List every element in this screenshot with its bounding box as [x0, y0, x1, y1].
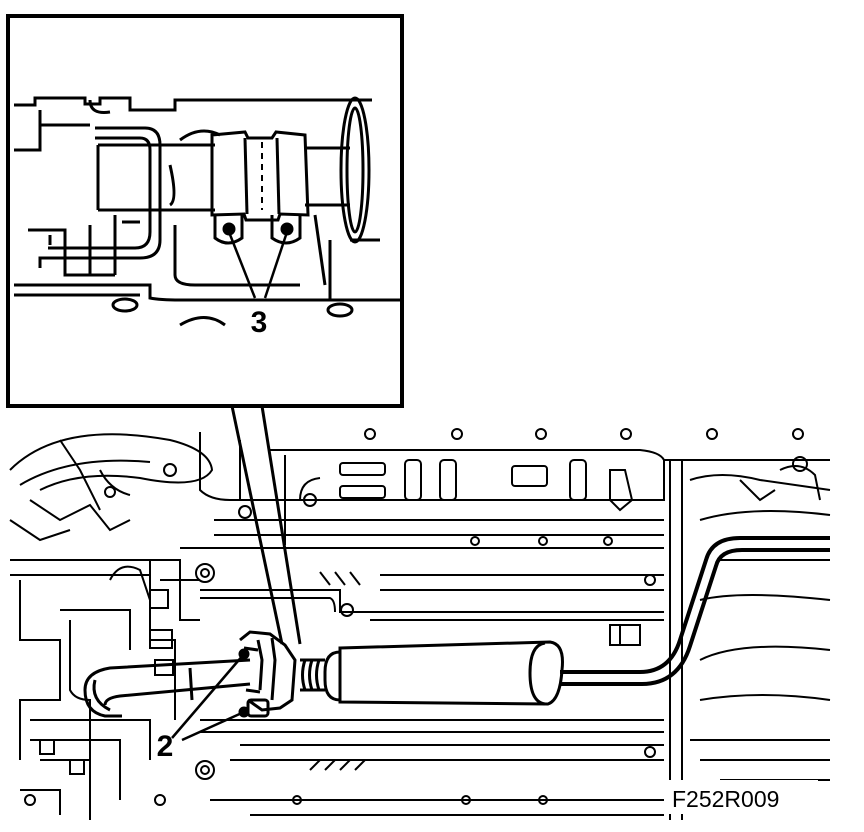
inset-clamp-detail: [14, 96, 400, 327]
side-rails: [200, 571, 664, 816]
callout-2-label: 2: [157, 730, 174, 763]
rear-frame-structure: [10, 559, 215, 820]
floor-panel-outline: [180, 428, 830, 549]
rear-suspension-area: [9, 433, 214, 542]
tail-pipe: [83, 658, 251, 718]
callout-3-label: 3: [251, 306, 268, 339]
hanger-brackets: [238, 630, 297, 718]
figure-id-background: [668, 780, 818, 814]
callout-3-leaders: [227, 231, 289, 299]
callout-2-leaders: [171, 653, 245, 742]
underbody-view: [9, 428, 831, 820]
exhaust-pipe: [560, 536, 830, 686]
figure-id-label: F252R009: [672, 786, 779, 812]
rear-muffler: [300, 640, 564, 706]
detail-inset: 3: [6, 14, 404, 408]
inset-connector-lines: [230, 405, 302, 645]
